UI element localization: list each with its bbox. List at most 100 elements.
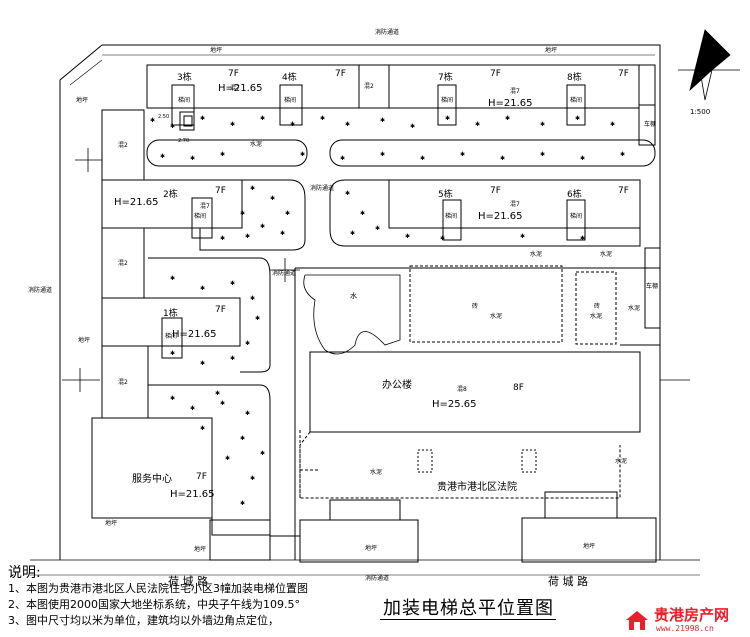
tree-icon: ✱	[260, 115, 265, 122]
field-label: 地坪	[583, 542, 595, 550]
tree-icon: ✱	[345, 121, 350, 128]
building-4-floors: 7F	[335, 69, 346, 79]
tree-icon: ✱	[230, 280, 235, 287]
tree-icon: ✱	[360, 210, 365, 217]
building-8-name: 8栋	[567, 71, 582, 83]
tree-icon: ✱	[160, 153, 165, 160]
tree-icon: ✱	[190, 405, 195, 412]
drawing-title: 加装电梯总平位置图	[383, 598, 554, 619]
pool-label: 水	[350, 291, 357, 300]
field-label: 地坪	[76, 96, 88, 104]
tree-icon: ✱	[255, 315, 260, 322]
notes: 说明: 1、本图为贵港市港北区人民法院住宅小区3幢加装电梯位置图 2、本图使用2…	[8, 565, 308, 629]
building-6-floors: 7F	[618, 186, 629, 196]
tree-icon: ✱	[440, 235, 445, 242]
tree-icon: ✱	[170, 123, 175, 130]
tree-icon: ✱	[290, 121, 295, 128]
building-7-floors: 7F	[490, 69, 501, 79]
field-label: 地坪	[78, 336, 90, 344]
building-8-floors: 7F	[618, 69, 629, 79]
north-arrow-icon	[678, 29, 740, 101]
road-label-left: 消防通道	[28, 286, 52, 294]
tree-icon: ✱	[300, 151, 305, 158]
court-label: 贵港市港北区法院	[437, 480, 517, 493]
mix2-label: 混2	[364, 82, 374, 90]
tree-icon: ✱	[230, 121, 235, 128]
stair-label: 梯间	[178, 96, 190, 104]
field-label: 地坪	[210, 46, 222, 54]
tree-icon: ✱	[250, 185, 255, 192]
tree-icon: ✱	[250, 475, 255, 482]
tree-icon: ✱	[215, 390, 220, 397]
road-label-top: 消防通道	[375, 28, 399, 36]
site-logo[interactable]: 贵港房产网 www.21998.cn	[620, 604, 748, 636]
office-floors: 8F	[513, 383, 524, 393]
tree-icon: ✱	[575, 115, 580, 122]
stair-label: 梯间	[194, 212, 206, 220]
building-2-height: H=21.65	[114, 197, 159, 208]
tree-icon: ✱	[345, 190, 350, 197]
tree-icon: ✱	[245, 233, 250, 240]
south-road-left: 荷 城 路	[168, 575, 208, 588]
tree-icon: ✱	[240, 500, 245, 507]
building-2-name: 2栋	[163, 188, 178, 200]
building-7-name: 7栋	[438, 71, 453, 83]
water-label: 水泥	[530, 250, 542, 258]
building-7-height: H=21.65	[488, 98, 533, 109]
mix7-label: 混7	[200, 202, 210, 210]
field-label: 地坪	[194, 545, 206, 553]
tree-icon: ✱	[200, 285, 205, 292]
stair-label: 梯间	[570, 212, 582, 220]
tree-icon: ✱	[540, 151, 545, 158]
building-3-height: H=21.65	[218, 83, 263, 94]
tree-icon: ✱	[220, 151, 225, 158]
service-name: 服务中心	[132, 472, 172, 485]
water-label: 水泥	[628, 304, 640, 312]
service-floors: 7F	[196, 472, 207, 482]
tree-icon: ✱	[245, 340, 250, 347]
tree-icon: ✱	[240, 435, 245, 442]
building-3-name: 3栋	[177, 71, 192, 83]
field-label: 地坪	[105, 519, 117, 527]
tree-icon: ✱	[260, 450, 265, 457]
tree-icon: ✱	[340, 155, 345, 162]
mix2-label: 混2	[118, 259, 128, 267]
mix2-label: 混2	[118, 141, 128, 149]
tree-icon: ✱	[170, 275, 175, 282]
tree-icon: ✱	[225, 455, 230, 462]
tree-icon: ✱	[220, 400, 225, 407]
tree-icon: ✱	[200, 115, 205, 122]
tree-icon: ✱	[220, 235, 225, 242]
dim-label: 2.50	[158, 114, 169, 120]
tree-icon: ✱	[460, 151, 465, 158]
tree-icon: ✱	[410, 123, 415, 130]
tree-icon: ✱	[270, 195, 275, 202]
note-line-1: 1、本图为贵港市港北区人民法院住宅小区3幢加装电梯位置图	[8, 582, 308, 595]
building-5-floors: 7F	[490, 186, 501, 196]
mix2-label: 混2	[118, 378, 128, 386]
field-label: 地坪	[365, 544, 377, 552]
tree-icon: ✱	[230, 355, 235, 362]
tree-icon: ✱	[150, 117, 155, 124]
note-line-2: 2、本图使用2000国家大地坐标系统，中央子午线为109.5°	[8, 598, 300, 611]
road-label-inner-1: 消防通道	[310, 184, 334, 192]
tree-icon: ✱	[350, 230, 355, 237]
car-label: 车棚	[646, 282, 658, 290]
office-name: 办公楼	[382, 378, 412, 391]
title-underline	[380, 619, 556, 620]
tree-icon: ✱	[445, 115, 450, 122]
building-5-name: 5栋	[438, 188, 453, 200]
scale-label: 1:500	[690, 108, 711, 116]
field-label: 地坪	[545, 46, 557, 54]
logo-brand: 贵港房产网	[654, 606, 730, 624]
stair-label: 梯间	[165, 332, 177, 340]
tree-icon: ✱	[610, 121, 615, 128]
tree-icon: ✱	[250, 295, 255, 302]
hut-label: 砖	[594, 302, 600, 310]
tree-icon: ✱	[420, 155, 425, 162]
building-2-floors: 7F	[215, 186, 226, 196]
water-label: 水泥	[600, 250, 612, 258]
logo-url: www.21998.cn	[656, 624, 714, 633]
building-1-height: H=21.65	[172, 329, 217, 340]
